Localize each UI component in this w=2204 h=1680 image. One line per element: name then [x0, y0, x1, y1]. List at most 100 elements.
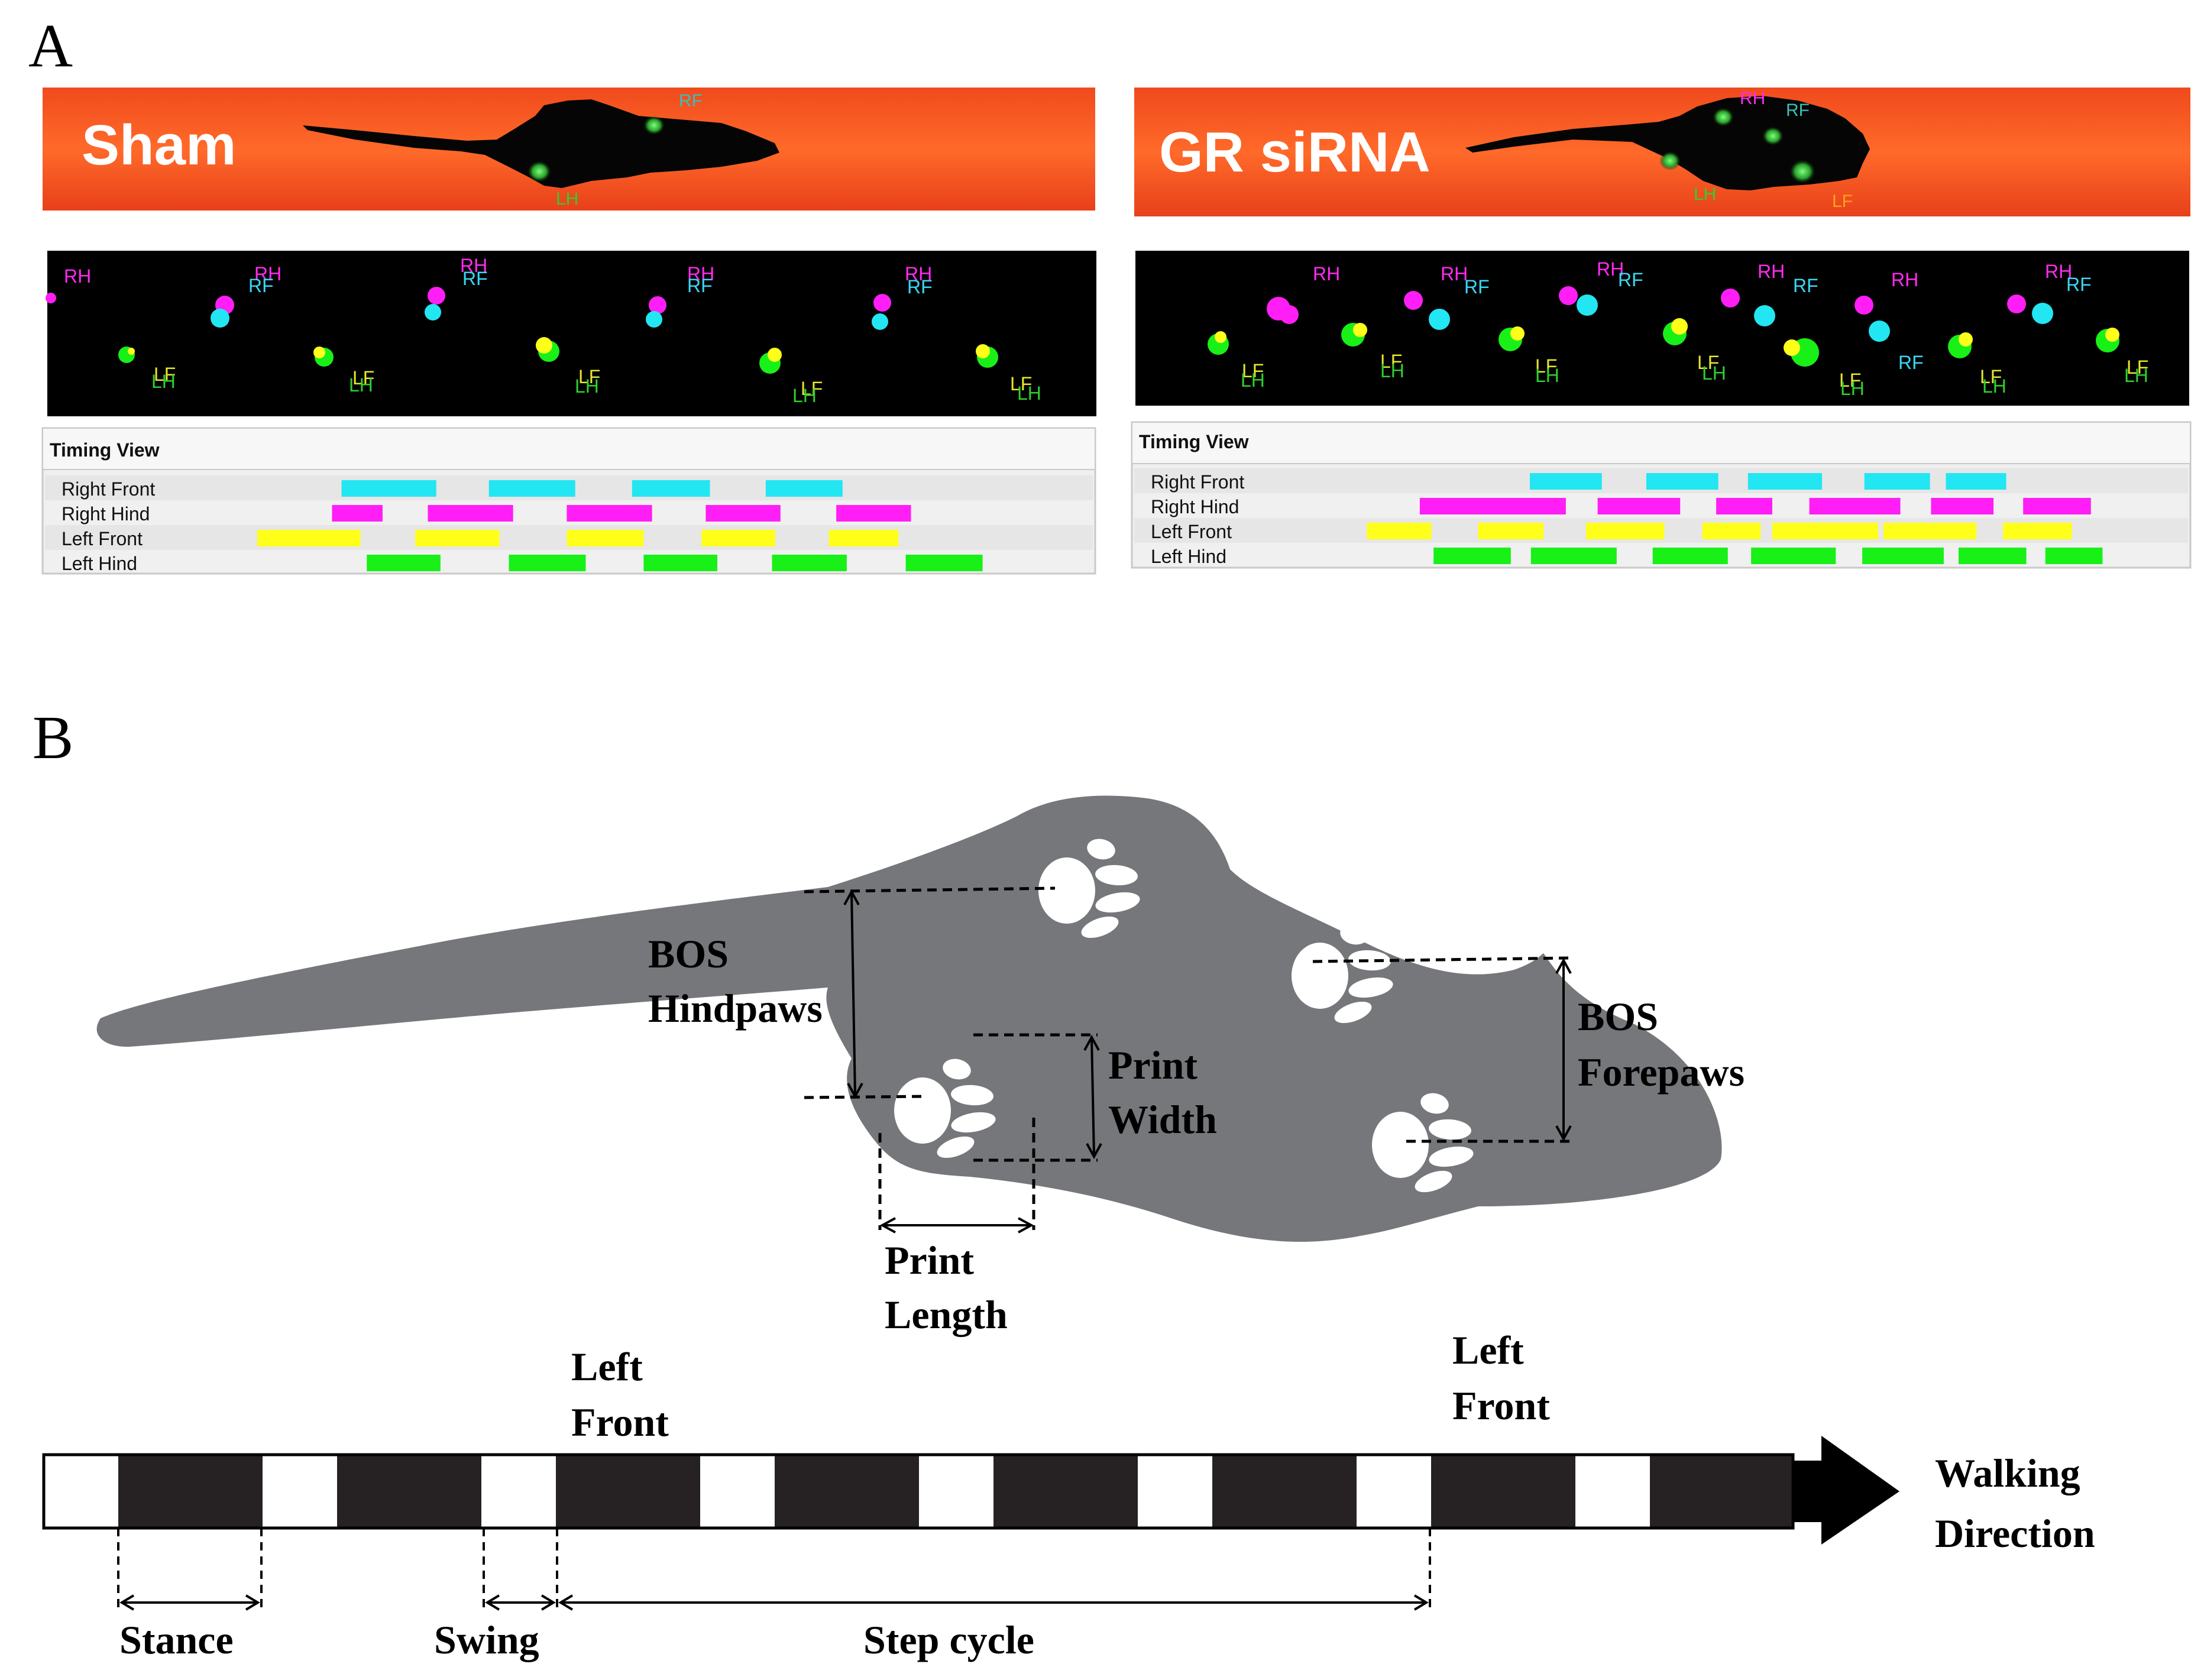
timing-bar — [1530, 548, 1617, 564]
timing-bar — [1652, 548, 1728, 564]
print-length-label-line: Length — [885, 1292, 1008, 1337]
left-front-label-line: Left — [1452, 1328, 1524, 1373]
gait-stance-segment — [775, 1455, 919, 1528]
print-tag: LH — [1702, 362, 1726, 384]
print-tag: LF — [1697, 352, 1719, 373]
timing-bar — [1585, 523, 1665, 539]
print-tag: LH — [151, 371, 176, 392]
print-tag: RH — [905, 263, 932, 284]
video-label-sham: Sham — [82, 114, 236, 177]
stance-label: Stance — [119, 1617, 234, 1662]
timing-bar — [1530, 473, 1602, 490]
timing-bars-sham — [257, 480, 983, 571]
measurement-guides — [804, 886, 1572, 1234]
timing-bar — [632, 480, 710, 497]
phase-brackets — [117, 1528, 1431, 1611]
panel-label-b: B — [33, 704, 73, 772]
left-front-label-line: Front — [571, 1400, 669, 1445]
timing-bar — [1597, 498, 1681, 514]
arrowhead — [847, 1083, 863, 1099]
bos-hind-top-dash — [804, 886, 1056, 894]
print-tag: RF — [1618, 269, 1643, 290]
paw-glow-lf-gr — [1789, 160, 1815, 183]
timing-bar — [332, 505, 383, 522]
timing-bar — [509, 555, 586, 571]
sham-group: Sham RF LH RH RH RF RH RF — [41, 88, 1096, 575]
paw-print-blobs-gr — [1208, 286, 2119, 367]
arrowhead — [558, 1594, 574, 1611]
gait-swing-segment — [919, 1455, 993, 1528]
timing-row-label: Right Hind — [62, 503, 150, 525]
arrowhead — [1555, 957, 1572, 974]
timing-bar — [1862, 548, 1944, 564]
left-front-label-line: Left — [571, 1344, 643, 1389]
timing-bar — [701, 530, 775, 546]
bos-hindpaws-label: BOS Hindpaws — [648, 931, 823, 1031]
swing-label: Swing — [434, 1617, 539, 1662]
timing-bar — [567, 505, 652, 522]
print-tag: RF — [248, 275, 274, 296]
print-tag: RH — [64, 266, 91, 287]
video-label-gr-sirna: GR siRNA — [1159, 121, 1431, 184]
print-width-label-line: Print — [1108, 1043, 1198, 1087]
gait-stance-segment — [1212, 1455, 1357, 1528]
print-tag: LH — [792, 385, 817, 406]
timing-row-label: Left Hind — [62, 553, 137, 574]
video-paw-tag: RF — [1786, 101, 1810, 120]
print-tag: RH — [1313, 263, 1340, 284]
video-paw-tag: LH — [556, 189, 578, 209]
arrowhead — [541, 1594, 556, 1611]
sham-print-strip: RH RH RF RH RF RH RF RH RF LF LH LF LH L… — [46, 251, 1096, 416]
timing-row-label: Left Hind — [1151, 546, 1226, 567]
timing-bar — [1931, 498, 1994, 514]
gait-swing-segment — [481, 1455, 556, 1528]
timing-bar — [765, 480, 843, 497]
video-paw-tag: RF — [679, 91, 703, 111]
walking-direction-arrow-icon — [1792, 1436, 1899, 1545]
print-tag: RH — [1891, 269, 1918, 290]
bos-forepaws-label-line: BOS — [1578, 994, 1658, 1039]
gait-stance-segment — [118, 1455, 263, 1528]
gait-stance-segment — [337, 1455, 481, 1528]
arrowhead — [1083, 1034, 1100, 1051]
sham-video-frame: Sham RF LH — [43, 88, 1095, 211]
timing-bar — [1478, 523, 1544, 539]
print-tag: LF — [352, 367, 374, 389]
timing-bar — [367, 555, 441, 571]
print-tag: RF — [1898, 352, 1924, 373]
print-tag: RH — [2045, 261, 2072, 282]
print-width-label-line: Width — [1108, 1097, 1217, 1142]
gait-swing-segment — [700, 1455, 775, 1528]
arrowhead — [119, 1594, 135, 1611]
print-tag: RH — [687, 263, 714, 284]
video-paw-tag: LH — [1694, 184, 1716, 204]
rat-silhouette-gr-sirna — [1465, 96, 1870, 190]
print-tag: RF — [462, 268, 488, 289]
gait-cycle-diagram: Left Front Left Front Walking Direction — [42, 1328, 2095, 1662]
paw-print-blobs-sham — [46, 287, 998, 374]
print-tag: RH — [460, 255, 487, 276]
timing-bar — [1367, 523, 1432, 539]
print-tag: LH — [349, 374, 373, 396]
timing-view-title: Timing View — [1139, 431, 1249, 452]
timing-row-label: Right Front — [62, 478, 155, 500]
print-tag: RH — [1441, 263, 1468, 284]
timing-bar — [828, 530, 899, 546]
walking-direction-label-line: Walking — [1935, 1451, 2080, 1496]
timing-bar — [1702, 523, 1761, 539]
gait-swing-segment — [1357, 1455, 1431, 1528]
timing-bar — [1883, 523, 1977, 539]
paw-glow-rf-sham — [643, 116, 665, 135]
timing-bar — [705, 505, 781, 522]
timing-bar — [1747, 473, 1823, 490]
walking-direction-label: Walking Direction — [1935, 1451, 2095, 1556]
timing-bar — [2045, 548, 2103, 564]
print-tag: LH — [575, 376, 599, 397]
timing-bar — [643, 555, 717, 571]
video-paw-tag: LF — [1832, 192, 1853, 211]
print-tag: LH — [1380, 360, 1404, 381]
timing-bar — [428, 505, 513, 522]
arrowhead — [1555, 1125, 1572, 1142]
timing-bar — [836, 505, 911, 522]
